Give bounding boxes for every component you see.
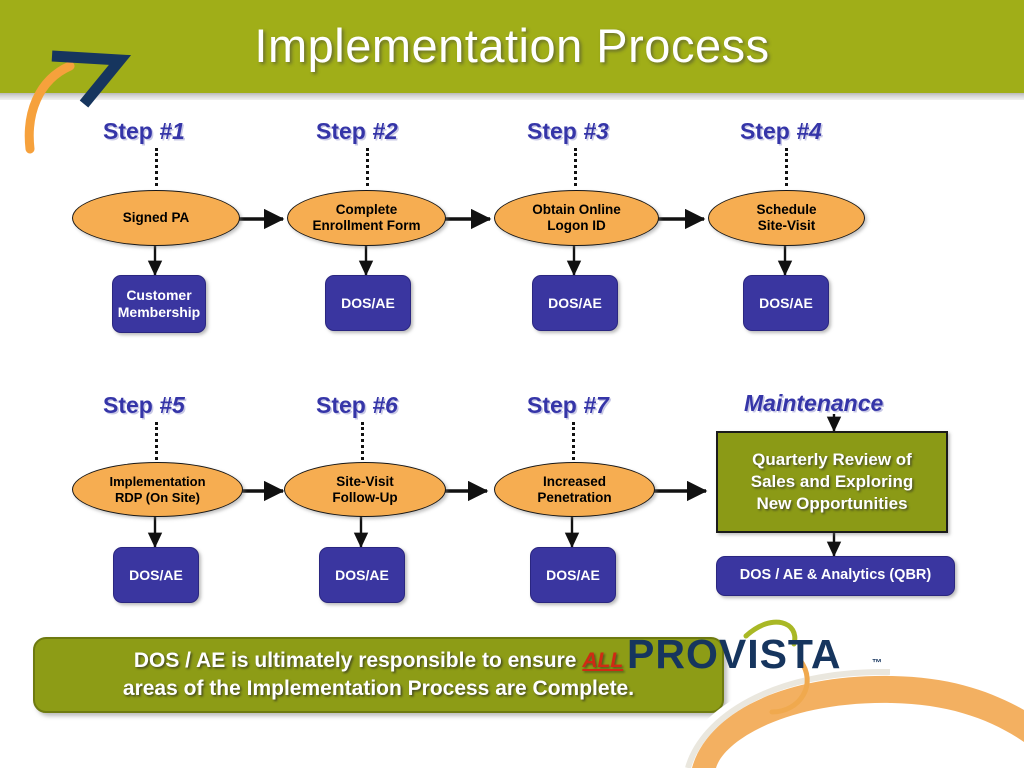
summary-callout: DOS / AE is ultimately responsible to en…: [33, 637, 724, 713]
step-label-5-prefix: Step: [103, 392, 160, 418]
brand-trademark: ™: [872, 658, 882, 669]
step-label-7: Step #7: [527, 392, 609, 419]
step-5-dotted-connector: [155, 422, 158, 460]
process-node-2[interactable]: Complete Enrollment Form: [287, 190, 446, 246]
maintenance-owner-label: DOS / AE & Analytics (QBR): [739, 567, 932, 584]
process-node-4-line1: Schedule: [756, 202, 817, 218]
process-node-3-line1: Obtain Online: [532, 202, 621, 218]
step-label-1-prefix: Step: [103, 118, 160, 144]
process-node-4-line2: Site-Visit: [757, 218, 816, 233]
step-label-2-number: #2: [372, 118, 398, 144]
step-3-dotted-connector: [574, 148, 577, 186]
owner-node-2[interactable]: DOS/AE: [325, 275, 411, 331]
process-node-1[interactable]: Signed PA: [72, 190, 240, 246]
process-node-7-line1: Increased: [542, 473, 607, 489]
process-node-2-line2: Enrollment Form: [312, 218, 421, 233]
owner-node-1-line2: Membership: [117, 304, 201, 320]
step-label-4: Step #4: [740, 118, 822, 145]
maintenance-box-line3: New Opportunities: [756, 493, 908, 513]
maintenance-owner-node[interactable]: DOS / AE & Analytics (QBR): [716, 556, 955, 596]
step-7-dotted-connector: [572, 422, 575, 460]
owner-node-3-label: DOS/AE: [548, 294, 602, 311]
step-label-4-number: #4: [796, 118, 822, 144]
brand-name: PROVISTA: [627, 631, 842, 677]
brand-swoosh-decoration: [680, 663, 1024, 768]
owner-node-1[interactable]: Customer Membership: [112, 275, 206, 333]
step-label-4-prefix: Step: [740, 118, 797, 144]
provista-hook-icon: [743, 619, 810, 715]
owner-node-2-label: DOS/AE: [341, 294, 395, 311]
owner-node-6-label: DOS/AE: [335, 566, 389, 583]
header-band: [0, 0, 1024, 93]
summary-text-emphasis: ALL: [582, 648, 624, 672]
header-divider: [0, 93, 1024, 100]
maintenance-box-line1: Quarterly Review of: [752, 450, 912, 470]
process-node-3-line2: Logon ID: [547, 218, 606, 233]
step-6-dotted-connector: [361, 422, 364, 460]
process-node-6-line2: Follow-Up: [332, 489, 398, 505]
step-label-6-prefix: Step: [316, 392, 373, 418]
owner-node-1-line1: Customer: [126, 287, 192, 304]
step-1-dotted-connector: [155, 148, 158, 186]
owner-node-4[interactable]: DOS/AE: [743, 275, 829, 331]
summary-callout-text: DOS / AE is ultimately responsible to en…: [109, 647, 648, 704]
page-title: Implementation Process: [254, 19, 770, 72]
process-node-7-line2: Penetration: [537, 489, 612, 505]
step-label-2-prefix: Step: [316, 118, 373, 144]
process-node-3[interactable]: Obtain Online Logon ID: [494, 190, 659, 246]
maintenance-label: Maintenance: [744, 390, 884, 416]
owner-node-7[interactable]: DOS/AE: [530, 547, 616, 603]
step-label-6-number: #6: [372, 392, 398, 418]
maintenance-box-line2: Sales and Exploring: [750, 472, 914, 492]
step-label-3-number: #3: [583, 118, 609, 144]
step-label-5: Step #5: [103, 392, 185, 419]
summary-text-after: areas of the Implementation Process are …: [122, 677, 635, 700]
step-label-7-prefix: Step: [527, 392, 584, 418]
step-label-3: Step #3: [527, 118, 609, 145]
step-label-3-prefix: Step: [527, 118, 584, 144]
summary-text-before: DOS / AE is ultimately responsible to en…: [133, 648, 583, 672]
step-label-2: Step #2: [316, 118, 398, 145]
brand-logo: PROVISTA ™: [604, 588, 1024, 768]
owner-node-7-label: DOS/AE: [546, 566, 600, 583]
process-node-2-line1: Complete: [335, 202, 398, 218]
process-node-1-label: Signed PA: [122, 210, 190, 226]
step-2-dotted-connector: [366, 148, 369, 186]
owner-node-6[interactable]: DOS/AE: [319, 547, 405, 603]
process-node-7[interactable]: Increased Penetration: [494, 462, 655, 517]
step-label-1-number: #1: [159, 118, 185, 144]
maintenance-box[interactable]: Quarterly Review of Sales and Exploring …: [716, 431, 948, 533]
process-node-5-line1: Implementation: [109, 474, 206, 490]
step-label-5-number: #5: [159, 392, 185, 418]
provista-chevron-logo-icon: [24, 50, 132, 154]
process-node-5[interactable]: Implementation RDP (On Site): [72, 462, 243, 517]
step-label-7-number: #7: [583, 392, 609, 418]
owner-node-5[interactable]: DOS/AE: [113, 547, 199, 603]
process-node-6[interactable]: Site-Visit Follow-Up: [284, 462, 446, 517]
step-label-6: Step #6: [316, 392, 398, 419]
step-label-1: Step #1: [103, 118, 185, 145]
owner-node-3[interactable]: DOS/AE: [532, 275, 618, 331]
process-node-5-line2: RDP (On Site): [114, 489, 200, 505]
step-4-dotted-connector: [785, 148, 788, 186]
owner-node-4-label: DOS/AE: [759, 294, 813, 311]
owner-node-5-label: DOS/AE: [129, 566, 183, 583]
process-node-6-line1: Site-Visit: [336, 473, 394, 489]
process-node-4[interactable]: Schedule Site-Visit: [708, 190, 865, 246]
